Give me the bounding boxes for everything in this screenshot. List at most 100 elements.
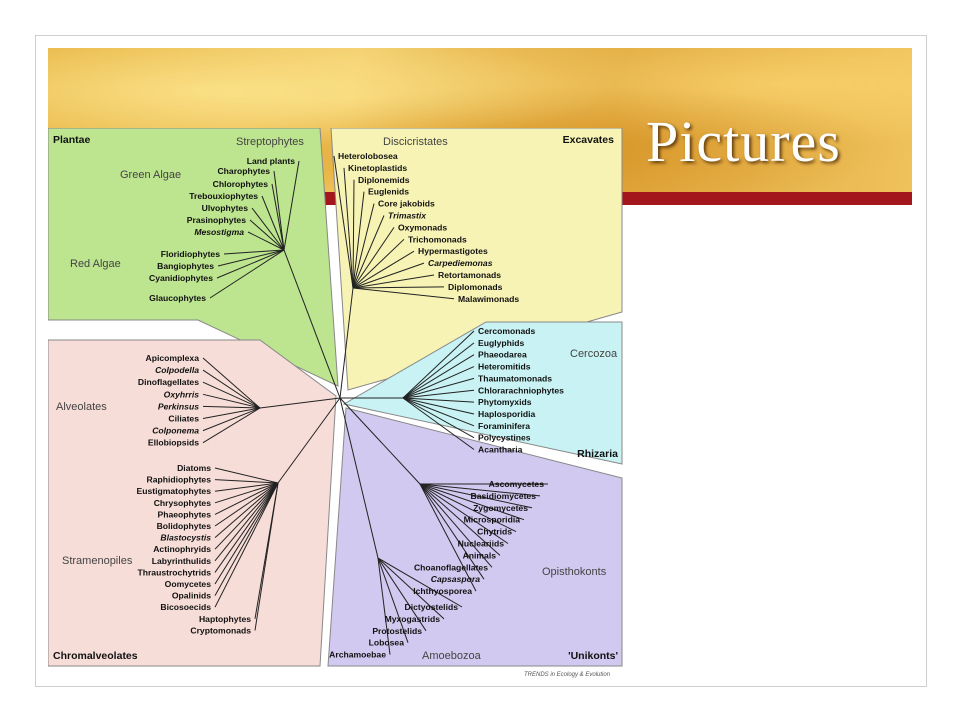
- branch-rhizaria: [402, 389, 475, 399]
- branch-alveolates: [202, 381, 261, 409]
- taxon-alveolates: Colponema: [152, 426, 199, 436]
- branch-alveolates: [202, 405, 261, 409]
- taxon-stramenopiles: Chrysophytes: [154, 498, 212, 508]
- branch-stramenopiles: [214, 482, 279, 596]
- taxon-rhizaria: Polycystines: [478, 433, 531, 443]
- taxon-alveolates: Ciliates: [168, 414, 199, 424]
- taxon-plantae: Bangiophytes: [157, 261, 214, 271]
- branch-stramenopiles: [214, 482, 279, 585]
- branch-excavates: [352, 227, 395, 289]
- taxon-stramenopiles: Bolidophytes: [157, 521, 212, 531]
- taxon-rhizaria: Euglyphids: [478, 338, 525, 348]
- branch-rhizaria: [402, 397, 475, 403]
- branch-opisthokonts: [419, 483, 477, 592]
- branch-alveolates: [202, 393, 261, 409]
- taxon-alveolates: Perkinsus: [158, 401, 199, 411]
- taxon-excavates: Malawimonads: [458, 294, 519, 304]
- branch-opisthokonts-stem: [339, 397, 421, 485]
- slide-title: Pictures: [646, 109, 841, 174]
- branch-plantae: [216, 249, 285, 279]
- branch-amoebozoa: [377, 557, 445, 620]
- taxon-excavates: Hypermastigotes: [418, 246, 488, 256]
- taxon-amoebozoa: Lobosea: [369, 638, 405, 648]
- branch-stramenopiles: [214, 479, 279, 484]
- taxon-excavates: Kinetoplastids: [348, 163, 407, 173]
- branch-excavates: [352, 238, 405, 289]
- branch-opisthokonts: [419, 483, 493, 568]
- branch-plantae: [217, 249, 285, 267]
- taxon-opisthokonts: Microsporidia: [464, 515, 521, 525]
- taxon-plantae: Mesostigma: [194, 227, 244, 237]
- taxon-excavates: Retortamonads: [438, 270, 501, 280]
- branch-stramenopiles: [214, 482, 279, 573]
- taxon-amoebozoa: Dictyostelids: [405, 602, 459, 612]
- taxon-stramenopiles: Bicosoecids: [160, 602, 211, 612]
- taxon-plantae: Trebouxiophytes: [189, 191, 258, 201]
- taxon-plantae: Ulvophytes: [202, 203, 249, 213]
- tree-branches: [202, 155, 548, 655]
- branch-stramenopiles: [254, 482, 279, 631]
- taxon-opisthokonts: Choanoflagellates: [414, 562, 488, 572]
- branch-alveolates: [202, 407, 261, 419]
- branch-rhizaria: [402, 397, 475, 450]
- branch-stramenopiles: [214, 482, 279, 527]
- branch-rhizaria: [402, 354, 475, 399]
- taxon-stramenopiles: Blastocystis: [160, 533, 211, 543]
- supergroup-chromalveolates: Chromalveolates: [53, 650, 138, 662]
- taxon-rhizaria: Phytomyxids: [478, 397, 532, 407]
- branch-alveolates: [202, 369, 261, 409]
- branch-rhizaria: [402, 397, 475, 439]
- branch-rhizaria: [402, 342, 475, 399]
- branch-opisthokonts: [419, 483, 517, 533]
- supergroup-plantae: Plantae: [53, 134, 91, 146]
- branch-opisthokonts: [419, 483, 525, 521]
- taxon-stramenopiles: Oomycetes: [165, 579, 212, 589]
- taxon-plantae: Chlorophytes: [213, 179, 269, 189]
- taxon-stramenopiles: Thraustrochytrids: [137, 567, 211, 577]
- branch-plantae: [247, 231, 285, 251]
- taxon-opisthokonts: Zygomycetes: [473, 503, 528, 513]
- branch-amoebozoa: [377, 557, 463, 608]
- taxon-opisthokonts: Chytrids: [477, 527, 512, 537]
- branch-stramenopiles: [214, 482, 279, 538]
- group-green-algae: Green Algae: [120, 169, 181, 181]
- taxon-plantae: Cyanidiophytes: [149, 273, 213, 283]
- taxon-rhizaria: Acantharia: [478, 445, 523, 455]
- taxon-opisthokonts: Ichthyosporea: [413, 586, 472, 596]
- group-streptophytes: Streptophytes: [236, 136, 304, 148]
- branch-stramenopiles: [214, 482, 279, 550]
- branch-opisthokonts: [419, 483, 541, 497]
- branch-amoebozoa: [377, 557, 409, 643]
- branch-excavates: [343, 167, 354, 289]
- branch-opisthokonts: [419, 483, 501, 556]
- branch-rhizaria: [402, 397, 475, 427]
- taxon-opisthokonts: Capsaspora: [431, 574, 480, 584]
- taxon-excavates: Oxymonads: [398, 222, 447, 232]
- taxon-plantae: Land plants: [247, 156, 295, 166]
- taxon-alveolates: Dinoflagellates: [138, 377, 199, 387]
- group-amoebozoa: Amoebozoa: [422, 650, 482, 662]
- figure-credit: TRENDS in Ecology & Evolution: [524, 672, 611, 678]
- branch-plantae: [273, 170, 285, 251]
- taxon-excavates: Trichomonads: [408, 234, 467, 244]
- branch-excavates: [352, 286, 445, 289]
- taxon-opisthokonts: Animals: [463, 550, 497, 560]
- taxon-rhizaria: Thaumatomonads: [478, 373, 552, 383]
- branch-plantae: [249, 219, 285, 251]
- branch-stramenopiles: [214, 482, 279, 504]
- taxon-rhizaria: Foraminifera: [478, 421, 530, 431]
- branch-excavates: [352, 250, 415, 289]
- branch-excavates: [352, 203, 375, 289]
- branch-excavates: [352, 215, 385, 289]
- branch-alveolates: [202, 407, 261, 432]
- group-discicristates: Discicristates: [383, 136, 448, 148]
- panel-chromalveolates: [48, 339, 337, 667]
- branch-excavates: [352, 274, 435, 289]
- branch-plantae: [261, 195, 285, 251]
- taxon-opisthokonts: Basidiomycetes: [471, 491, 537, 501]
- taxon-plantae: Floridiophytes: [161, 249, 220, 259]
- supergroup-unikonts: 'Unikonts': [568, 650, 618, 662]
- supergroup-excavates: Excavates: [563, 134, 615, 146]
- taxon-stramenopiles: Opalinids: [172, 591, 211, 601]
- branch-rhizaria: [402, 366, 475, 399]
